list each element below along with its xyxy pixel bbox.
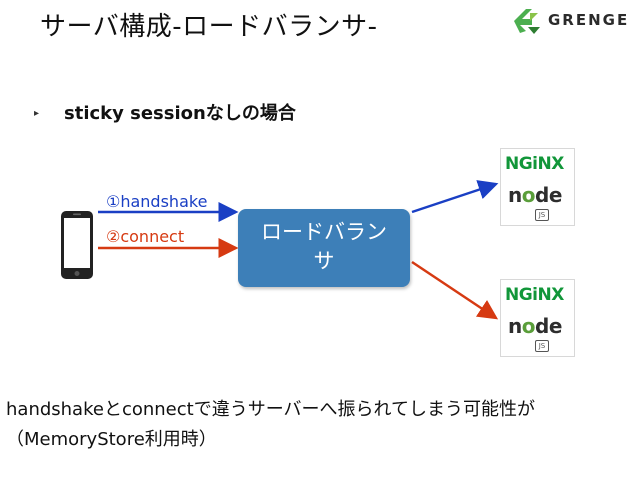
js-badge-icon: JS — [535, 340, 549, 352]
grenge-logo-icon — [514, 9, 540, 34]
bullet-icon: ▸ — [34, 108, 40, 119]
nodejs-logo: node — [508, 314, 562, 338]
load-balancer-label-line1: ロードバラン — [261, 220, 387, 244]
note-line-2: （MemoryStore利用時） — [6, 429, 217, 450]
connect-label: ②connect — [106, 227, 185, 246]
nodejs-logo: node — [508, 183, 562, 207]
page-title: サーバ構成-ロードバランサ- — [40, 12, 378, 42]
server-2: NGiNX node JS — [500, 279, 575, 357]
server-1: NGiNX node JS — [500, 148, 575, 226]
nginx-logo: NGiNX — [505, 285, 564, 305]
subtitle: sticky sessionなしの場合 — [64, 103, 296, 124]
load-balancer-label-line2: サ — [313, 249, 335, 273]
lb-to-server2-arrow — [411, 260, 499, 320]
note-line-1: handshakeとconnectで違うサーバーへ振られてしまう可能性が — [6, 399, 535, 420]
handshake-label: ①handshake — [106, 192, 208, 211]
lb-to-server1-arrow — [411, 180, 499, 214]
smartphone-icon — [61, 211, 93, 279]
grenge-logo: GRENGE — [510, 4, 628, 38]
nginx-logo: NGiNX — [505, 154, 564, 174]
js-badge-icon: JS — [535, 209, 549, 221]
logo-text: GRENGE — [548, 11, 630, 29]
load-balancer-box: ロードバラン サ — [238, 209, 410, 287]
